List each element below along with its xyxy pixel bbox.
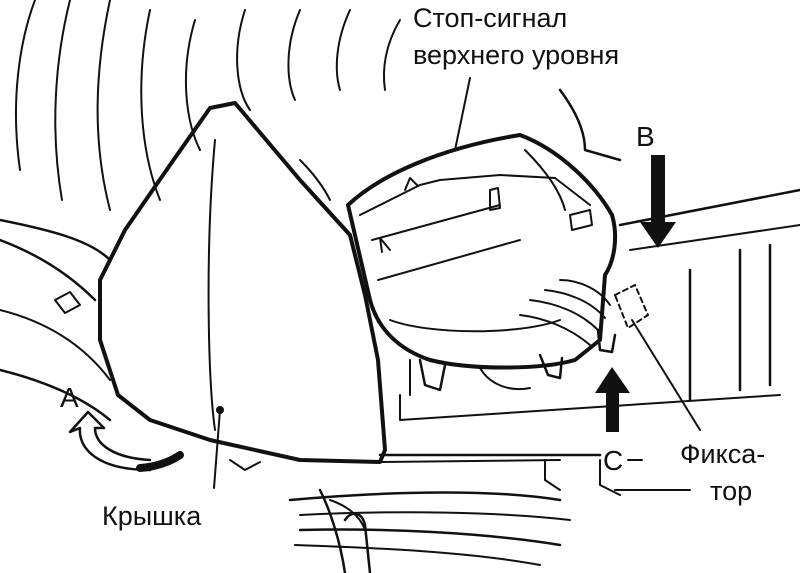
stop-signal-light (346, 133, 618, 392)
stop-signal-label-line1: Стоп-сигнал (413, 3, 567, 33)
arrow-c-group: C (595, 367, 643, 476)
arrow-c (595, 367, 630, 432)
latch-label-line1: Фикса- (680, 439, 765, 469)
stop-signal-label-line2: верхнего уровня (413, 40, 619, 70)
cover-part (98, 101, 387, 489)
latch-leader-line (631, 319, 701, 431)
arrow-a-label: A (60, 382, 79, 413)
stop-signal-leader-line (454, 77, 471, 151)
rear-window-lines (14, 0, 401, 211)
arrow-a-group: A (60, 382, 184, 472)
cover-leader-line (213, 409, 221, 489)
arrow-a (68, 410, 152, 472)
latch-outline (614, 284, 649, 329)
arrow-c-label: C (603, 445, 623, 476)
arrow-b (640, 155, 676, 248)
cover-label: Крышка (102, 501, 202, 531)
arrow-b-group: B (636, 121, 676, 248)
arrow-b-label: B (636, 121, 655, 152)
latch-label-line2: тор (710, 476, 752, 506)
mounting-panel-right (378, 88, 800, 496)
body-panel-left (0, 218, 112, 422)
bottom-body-lines (288, 488, 571, 573)
